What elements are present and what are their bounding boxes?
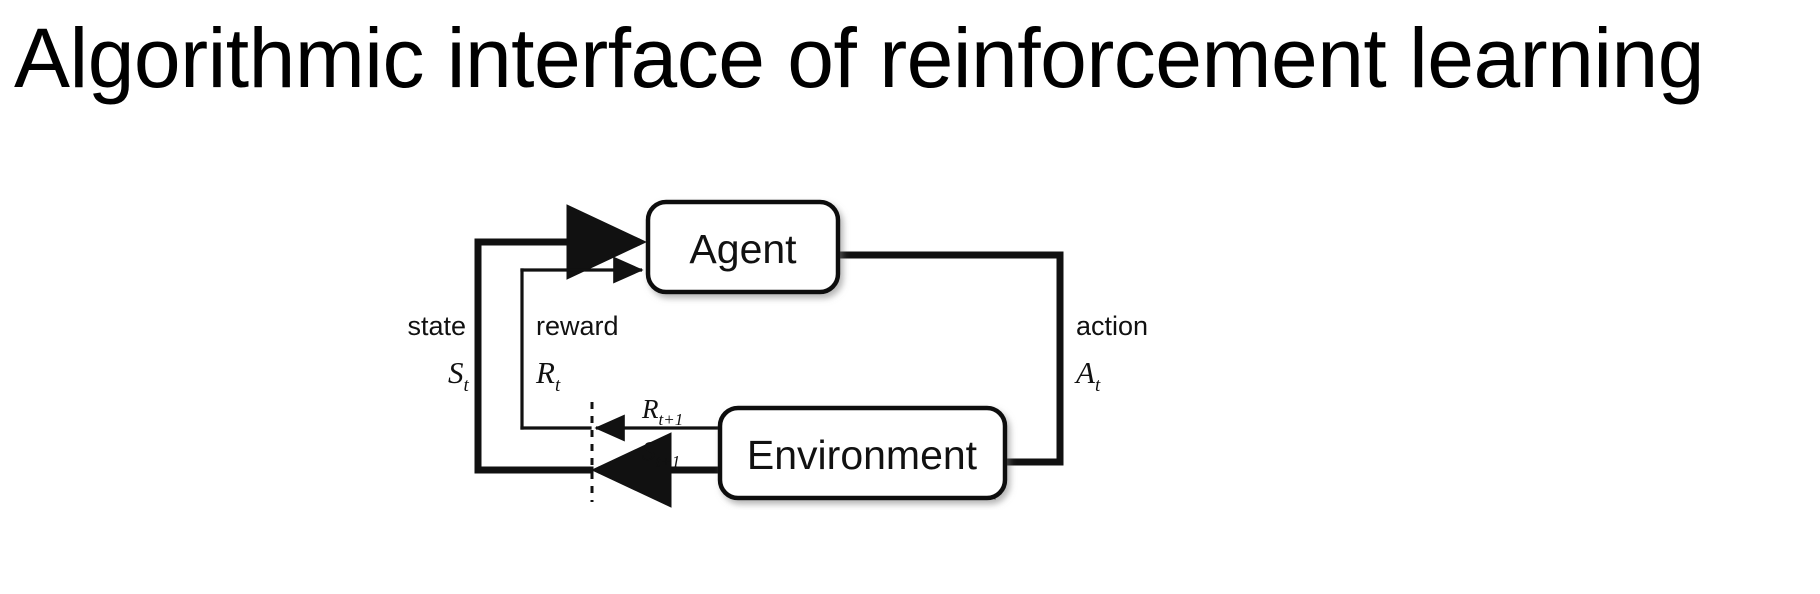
state-feedback-path: [474, 204, 647, 474]
node-agent[interactable]: Agent: [645, 199, 841, 295]
next-state-label: St+1: [642, 436, 680, 471]
reward-word-label: reward: [536, 311, 619, 341]
reward-feedback-path: [520, 256, 644, 430]
state-word-label: state: [407, 311, 466, 341]
node-environment[interactable]: Environment: [717, 405, 1008, 501]
agent-environment-diagram: Agent Environment state St reward Rt: [407, 199, 1148, 508]
next-reward-label: Rt+1: [641, 394, 683, 429]
reward-symbol-label: Rt: [535, 355, 561, 396]
state-symbol-label: St: [448, 355, 470, 396]
action-word-label: action: [1076, 311, 1148, 341]
environment-box[interactable]: [717, 405, 1008, 501]
agent-label: Agent: [689, 226, 797, 272]
rl-diagram-container: Agent Environment state St reward Rt: [270, 180, 1390, 510]
action-symbol-label: At: [1074, 355, 1101, 396]
agent-box[interactable]: [645, 199, 841, 295]
reward-signal-label: reward Rt: [535, 311, 619, 396]
environment-label: Environment: [747, 432, 978, 478]
page-title: Algorithmic interface of reinforcement l…: [14, 11, 1704, 105]
state-signal-label: state St: [407, 311, 469, 396]
action-signal-label: action At: [1074, 311, 1148, 396]
